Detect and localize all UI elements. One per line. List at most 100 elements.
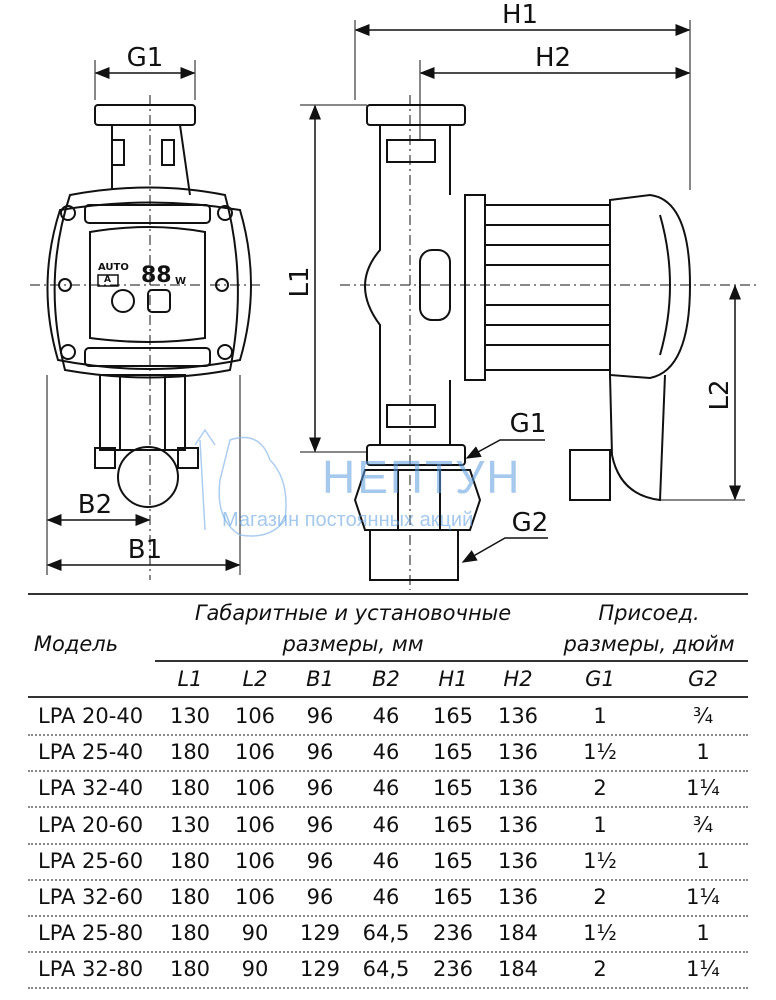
value-cell-b1: 96 bbox=[306, 848, 334, 873]
value-cell-g1: 1 bbox=[593, 704, 607, 728]
dim-b1: B1 bbox=[127, 535, 163, 565]
column-header-h1: H1 bbox=[438, 667, 468, 691]
model-cell: LPA 25-60 bbox=[38, 848, 144, 873]
value-cell-l2: 106 bbox=[234, 848, 276, 873]
value-cell-h2: 136 bbox=[497, 885, 539, 909]
value-cell-b2: 46 bbox=[372, 740, 400, 765]
value-cell-g1: 1½ bbox=[583, 740, 617, 765]
value-cell-b2: 46 bbox=[372, 848, 400, 873]
dim-g2: G2 bbox=[511, 508, 549, 538]
panel-auto-text: AUTO bbox=[98, 262, 129, 273]
side-view bbox=[300, 20, 760, 590]
value-cell-g1: 2 bbox=[593, 776, 607, 801]
model-cell: LPA 20-40 bbox=[38, 704, 144, 728]
value-cell-b1: 96 bbox=[306, 885, 334, 909]
watermark-logo bbox=[194, 428, 287, 537]
conn-header-1: Присоед. bbox=[598, 601, 700, 625]
value-cell-g1: 1½ bbox=[583, 848, 617, 873]
panel-digits: 88 bbox=[141, 263, 172, 288]
value-cell-g2: 1¼ bbox=[686, 957, 720, 982]
value-cell-l2: 106 bbox=[234, 740, 276, 765]
value-cell-l1: 180 bbox=[169, 848, 211, 873]
pump-drawing: AUTO 88 W bbox=[30, 20, 760, 590]
value-cell-b1: 96 bbox=[306, 812, 334, 837]
row-divider bbox=[28, 915, 748, 917]
dims-header-2: размеры, мм bbox=[282, 632, 424, 656]
value-cell-h1: 165 bbox=[432, 848, 474, 873]
column-header-g2: G2 bbox=[688, 667, 718, 691]
value-cell-h2: 136 bbox=[497, 848, 539, 873]
value-cell-h1: 165 bbox=[432, 812, 474, 837]
value-cell-h2: 184 bbox=[497, 921, 539, 946]
dim-h1: H1 bbox=[501, 0, 539, 30]
value-cell-b2: 46 bbox=[372, 885, 400, 909]
value-cell-l2: 106 bbox=[234, 704, 276, 728]
value-cell-l1: 180 bbox=[169, 776, 211, 801]
dim-g1-front: G1 bbox=[126, 43, 164, 73]
value-cell-g2: ¾ bbox=[692, 704, 714, 728]
dim-l2: L2 bbox=[705, 379, 735, 411]
value-cell-h1: 236 bbox=[432, 921, 474, 946]
value-cell-l2: 90 bbox=[241, 921, 269, 946]
dim-h2: H2 bbox=[534, 43, 572, 73]
header-bottom-rule bbox=[28, 696, 748, 698]
model-cell: LPA 32-60 bbox=[38, 885, 144, 909]
value-cell-h2: 136 bbox=[497, 812, 539, 837]
front-view: AUTO 88 W bbox=[30, 60, 260, 580]
value-cell-b2: 46 bbox=[372, 776, 400, 801]
model-cell: LPA 32-40 bbox=[38, 776, 144, 801]
model-cell: LPA 25-80 bbox=[38, 921, 144, 946]
dim-g1-side: G1 bbox=[509, 409, 547, 439]
dims-header-1: Габаритные и установочные bbox=[194, 601, 512, 625]
value-cell-l1: 130 bbox=[169, 704, 211, 728]
column-header-b2: B2 bbox=[372, 667, 400, 691]
value-cell-l2: 106 bbox=[234, 885, 276, 909]
value-cell-b1: 129 bbox=[299, 921, 341, 946]
model-cell: LPA 20-60 bbox=[38, 812, 144, 837]
value-cell-b1: 96 bbox=[306, 704, 334, 728]
value-cell-g2: 1 bbox=[696, 740, 710, 765]
value-cell-b2: 64,5 bbox=[362, 921, 410, 946]
value-cell-l1: 180 bbox=[169, 921, 211, 946]
value-cell-l2: 106 bbox=[234, 812, 276, 837]
value-cell-g1: 2 bbox=[593, 885, 607, 909]
value-cell-b2: 46 bbox=[372, 704, 400, 728]
header-rule bbox=[155, 660, 748, 662]
value-cell-l1: 180 bbox=[169, 885, 211, 909]
row-divider bbox=[28, 842, 748, 845]
value-cell-g2: 1 bbox=[696, 848, 710, 873]
panel-unit: W bbox=[175, 276, 186, 287]
model-header: Модель bbox=[33, 632, 119, 656]
value-cell-b2: 64,5 bbox=[362, 957, 410, 982]
dim-b2: B2 bbox=[77, 490, 113, 520]
column-header-l2: L2 bbox=[242, 667, 268, 691]
row-divider bbox=[28, 770, 748, 773]
watermark-brand: НЕПТУН bbox=[322, 451, 522, 503]
value-cell-b1: 96 bbox=[306, 776, 334, 801]
column-header-b1: B1 bbox=[306, 667, 334, 691]
watermark-tagline: Магазин постоянных акций bbox=[222, 509, 474, 531]
value-cell-l1: 180 bbox=[169, 957, 211, 982]
value-cell-h1: 165 bbox=[432, 704, 474, 728]
value-cell-g2: 1¼ bbox=[686, 776, 720, 801]
value-cell-h2: 136 bbox=[497, 776, 539, 801]
panel-mode-a: A bbox=[104, 275, 111, 285]
value-cell-l2: 90 bbox=[241, 957, 269, 982]
value-cell-b1: 129 bbox=[299, 957, 341, 982]
value-cell-b2: 46 bbox=[372, 812, 400, 837]
row-divider bbox=[28, 951, 748, 954]
value-cell-h2: 184 bbox=[497, 957, 539, 982]
row-divider bbox=[28, 734, 748, 736]
column-header-g1: G1 bbox=[585, 667, 615, 691]
value-cell-l1: 180 bbox=[169, 740, 211, 765]
value-cell-b1: 96 bbox=[306, 740, 334, 765]
value-cell-g2: 1 bbox=[696, 921, 710, 946]
value-cell-l1: 130 bbox=[169, 812, 211, 837]
model-cell: LPA 25-40 bbox=[38, 740, 144, 765]
value-cell-g1: 2 bbox=[593, 957, 607, 982]
value-cell-g2: ¾ bbox=[692, 812, 714, 837]
model-cell: LPA 32-80 bbox=[38, 957, 144, 982]
column-header-l1: L1 bbox=[177, 667, 203, 691]
value-cell-g2: 1¼ bbox=[686, 885, 720, 909]
